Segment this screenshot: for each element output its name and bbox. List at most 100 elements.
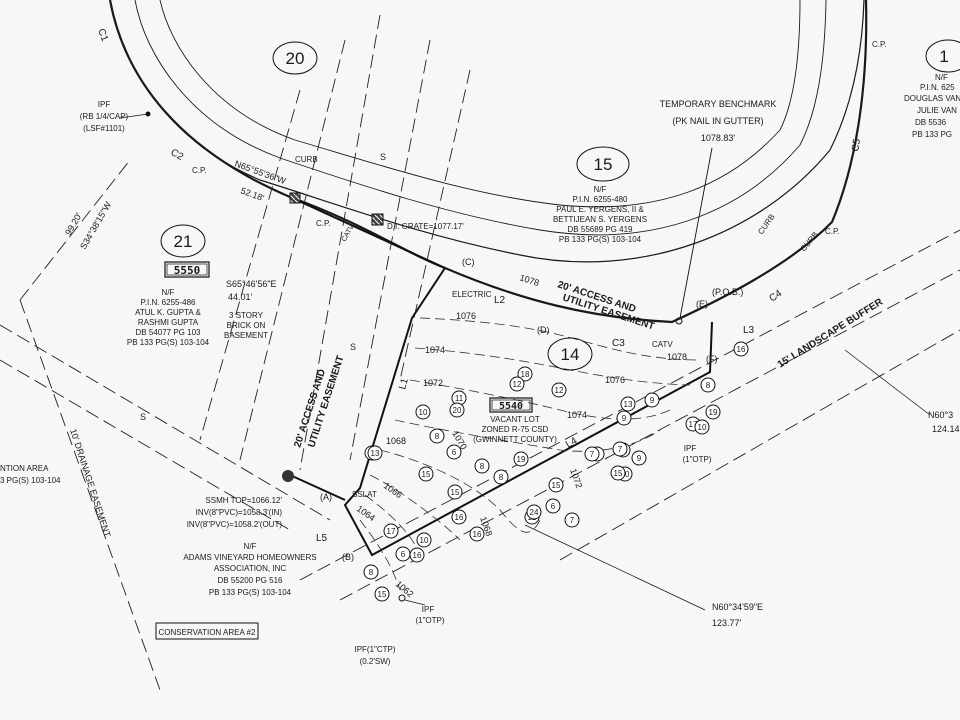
address-5540: 5540 — [499, 401, 523, 412]
tree-label: 7 — [590, 450, 595, 459]
right-owner-line: DB 5536 — [915, 118, 947, 127]
ipf-mid-point — [398, 594, 406, 602]
contour-label: 1068 — [386, 436, 406, 446]
tree-symbol — [705, 404, 721, 420]
right-owner-line: N/F — [935, 73, 948, 82]
tree-label: 17 — [387, 527, 396, 536]
cp-label: C.P. — [316, 219, 331, 228]
contour-label: 1072 — [568, 467, 584, 489]
lot21-line: ATUL K. GUPTA & — [135, 308, 201, 317]
lot15-line: N/F — [594, 185, 607, 194]
contour-lines — [359, 317, 701, 591]
contour-label: 1064 — [355, 503, 377, 523]
ipf-mid-note: IPF (1"OTP) — [415, 605, 444, 625]
tree-markers: 8112010861513815181212169131916861571012… — [363, 341, 749, 602]
tree-symbol — [447, 484, 463, 500]
tree-label: 8 — [435, 432, 440, 441]
bearing-n60-right: N60°3 — [928, 410, 953, 420]
cp-label: C.P. — [825, 227, 840, 236]
contour-label: 1078 — [518, 272, 540, 288]
point-c: (C) — [462, 257, 475, 267]
tree-label: 9 — [637, 454, 642, 463]
lot15-line: BETTIJEAN S. YERGENS — [553, 215, 647, 224]
distance-44: 44.01' — [228, 292, 253, 302]
hoa-line: PB 133 PG(S) 103-104 — [209, 588, 292, 597]
point-b: (B) — [342, 552, 354, 562]
curve-c5: C5 — [850, 138, 863, 153]
road-curb-lines — [108, 0, 868, 324]
benchmark-point — [675, 317, 683, 325]
tree-label: 12 — [513, 380, 522, 389]
tree-label: 6 — [401, 550, 406, 559]
tree-symbol — [451, 509, 467, 525]
distance-99: 99.20' — [63, 211, 84, 237]
ipf-top-point — [145, 111, 151, 117]
tree-symbol — [374, 586, 390, 602]
tree-label: 19 — [709, 408, 718, 417]
lot-edge-circle — [925, 39, 960, 73]
distance-52: 52.18' — [239, 185, 265, 203]
tree-label: 9 — [622, 414, 627, 423]
catch-basin-left — [289, 192, 301, 204]
house-line: BRICK ON — [227, 321, 266, 330]
tree-symbol — [733, 341, 749, 357]
di-grate — [371, 213, 384, 226]
ssmh-note: SSMH TOP=1066.12' INV(8"PVC)=1058.3'(IN)… — [187, 496, 283, 529]
lot14-line: ZONED R-75 CSD — [482, 425, 549, 434]
right-owner-line: P.I.N. 625 — [920, 83, 955, 92]
lot14-line: VACANT LOT — [490, 415, 540, 424]
landscape-buffer-label: 15' LANDSCAPE BUFFER — [776, 296, 886, 370]
ssmh-line: SSMH TOP=1066.12' — [205, 496, 282, 505]
tree-symbol — [610, 465, 626, 481]
lot-14-circle — [547, 337, 593, 371]
tree-label: 12 — [555, 386, 564, 395]
lot-14-description: VACANT LOT ZONED R-75 CSD (GWINNETT COUN… — [473, 415, 557, 444]
hoa-line: ASSOCIATION, INC — [214, 564, 287, 573]
ipf-top-note: IPF (RB 1/4/CAP) (LSF#1101) — [80, 100, 129, 133]
tree-symbol — [631, 450, 647, 466]
tree-label: 13 — [371, 449, 380, 458]
lot-15-number: 15 — [594, 155, 613, 174]
tree-symbol — [415, 404, 431, 420]
tree-label: 6 — [551, 502, 556, 511]
tree-label: 10 — [420, 536, 429, 545]
tree-label: 20 — [453, 406, 462, 415]
conservation-frag: NTION AREA — [0, 464, 49, 473]
curve-c2: C2 — [169, 147, 186, 163]
conservation-area-2: CONSERVATION AREA #2 — [159, 628, 256, 637]
right-owner-line: DOUGLAS VAN — [904, 94, 960, 103]
ipf-bottom-note: IPF(1"CTP) (0.2'SW) — [354, 645, 395, 666]
lot-21-number: 21 — [174, 232, 193, 251]
tree-label: 8 — [706, 381, 711, 390]
address-5550: 5550 — [174, 264, 201, 277]
tree-symbol — [493, 469, 509, 485]
ssmh-line: INV(8"PVC)=1058.3'(IN) — [196, 508, 283, 517]
tree-label: 24 — [530, 508, 539, 517]
tree-label: 6 — [452, 448, 457, 457]
hoa-owner-block: N/F ADAMS VINEYARD HOMEOWNERS ASSOCIATIO… — [183, 542, 316, 597]
ipf-right-line: IPF — [684, 444, 697, 453]
lot15-line: PAUL E. YERGENS, II & — [556, 205, 644, 214]
cp-label: C.P. — [872, 40, 887, 49]
contour-label: 1066 — [382, 480, 404, 500]
tree-symbol — [367, 445, 383, 461]
distance-124: 124.14 — [932, 424, 960, 434]
ssmh-manhole — [282, 470, 294, 482]
benchmark-line: TEMPORARY BENCHMARK — [660, 99, 777, 109]
tree-symbol — [416, 532, 432, 548]
point-pob: (P.O.B.) — [712, 287, 743, 297]
cp-label: C.P. — [192, 166, 207, 175]
contour-label: 1074 — [567, 410, 587, 420]
tree-label: 8 — [499, 473, 504, 482]
tree-symbol — [509, 376, 525, 392]
lot-15-owner-block: N/F P.I.N. 6255-480 PAUL E. YERGENS, II … — [553, 185, 647, 244]
distance-123: 123.77' — [712, 618, 742, 628]
point-d: (D) — [537, 325, 550, 335]
lot-14-number: 14 — [561, 345, 580, 364]
tree-label: 7 — [570, 516, 575, 525]
tree-symbol — [418, 466, 434, 482]
s-label: S — [350, 342, 356, 352]
ipf-right-note: IPF (1"OTP) — [682, 444, 711, 464]
tree-symbol — [620, 396, 636, 412]
contour-label: 1072 — [423, 378, 443, 388]
